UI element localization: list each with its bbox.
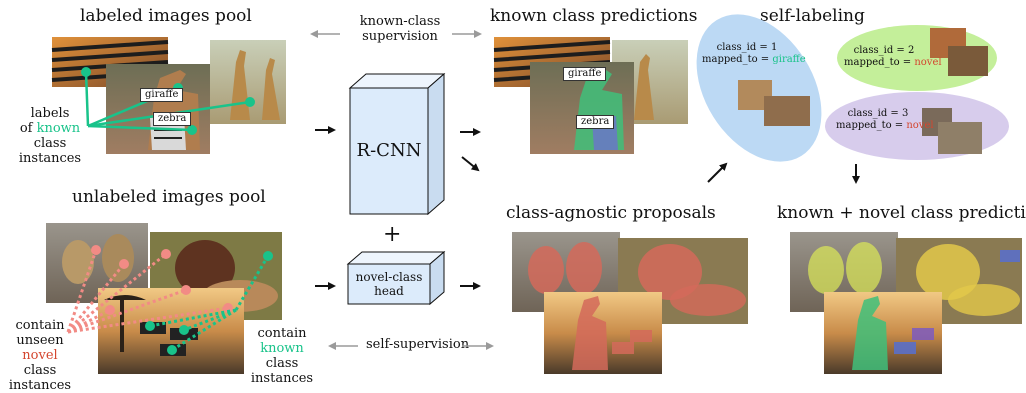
novel-instances-note: contain unseen novel class instances [8,318,72,393]
arrow-up-right [707,162,728,183]
lion-cub [102,234,134,282]
known-instance-dots [145,251,273,355]
final-predictions-title: known + novel class predictions [777,203,1026,223]
known-instance-lines [149,255,270,352]
known-labels-note: labels of known class instances [18,106,82,166]
plus-sign: + [383,222,402,247]
novel-class-head-label: novel-class head [355,270,423,298]
rcnn-label: R-CNN [356,140,422,161]
zebra-stripes [51,40,169,82]
zebra-tag: zebra [153,112,192,126]
giraffe-prediction-tag: giraffe [563,67,607,81]
novel-class-head-box [346,250,446,306]
agnostic-proposals-images [512,232,748,374]
zebra-prediction-tag: zebra [576,115,615,129]
cluster-2-text: class_id = 2 mapped_to = novel [844,45,942,68]
unlabeled-pool-title: unlabeled images pool [72,187,266,207]
novel-instance-dots [91,245,233,315]
lion-cub [62,240,94,284]
agnostic-proposals-title: class-agnostic proposals [506,203,716,223]
cluster-thumb [948,46,988,76]
cluster-3-text: class_id = 3 mapped_to = novel [836,108,934,131]
labeled-pool-title: labeled images pool [80,6,252,26]
cluster-thumb [938,122,982,154]
cluster-1-text: class_id = 1 mapped_to = giraffe [702,42,806,65]
self-labeling-title: self-labeling [760,6,865,26]
known-instances-note: contain known class instances [250,326,314,386]
lion-mane [175,240,235,296]
novel-instance-lines [66,249,229,334]
flow-arrows [310,30,860,350]
giraffe-silhouette [262,58,280,120]
self-supervision-label: self-supervision [366,337,470,352]
giraffe-tag: giraffe [140,88,184,102]
final-predictions-images [790,232,1022,374]
cluster-thumb [764,96,810,126]
unlabeled-images-pool [46,223,282,374]
pipeline-diagram [46,14,1022,374]
arrow-down-right [461,156,480,172]
labeled-images-pool [51,37,286,154]
known-class-supervision-label: known-class supervision [359,14,441,44]
known-predictions-images [493,37,688,154]
rcnn-model-box [348,72,446,216]
known-predictions-title: known class predictions [490,6,698,26]
